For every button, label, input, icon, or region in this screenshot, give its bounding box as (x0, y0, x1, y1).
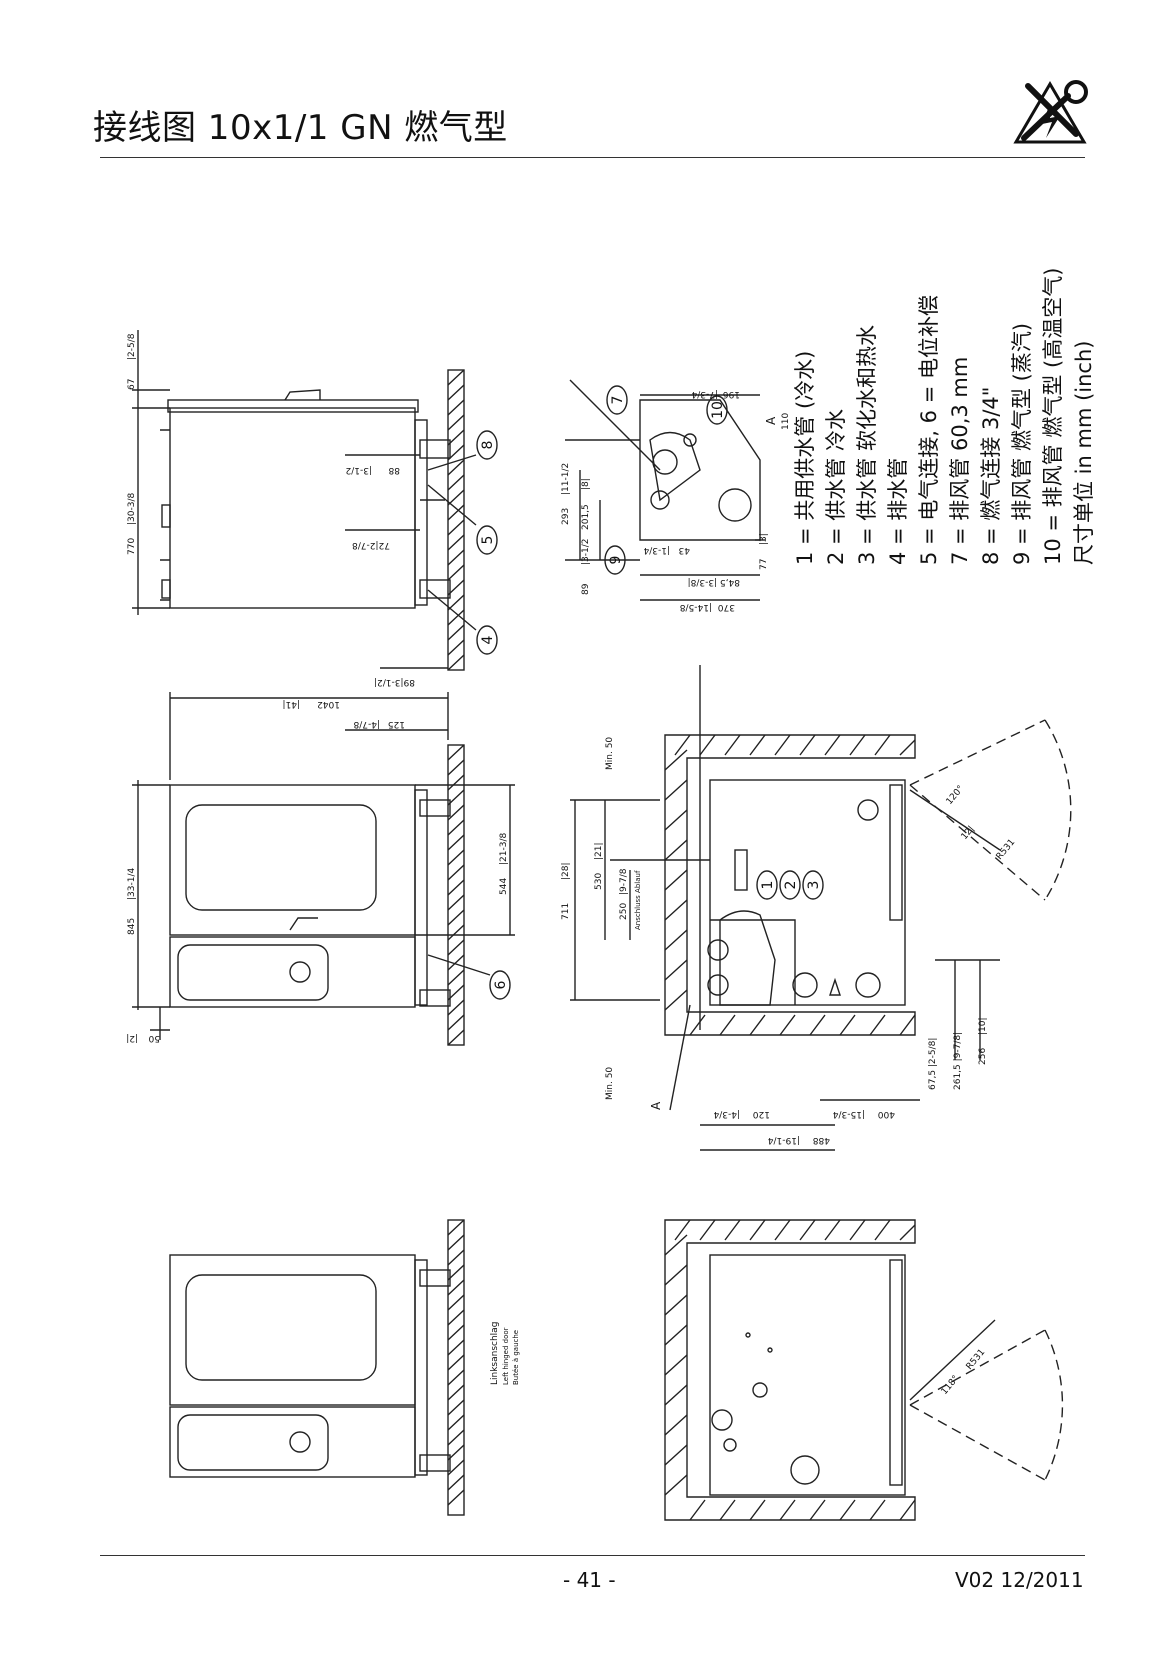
dim-84: 84,5 |3-3/8| (688, 577, 740, 587)
dim-19-1-4: |19-1/4 (768, 1135, 800, 1145)
dim-15-3-4: |15-3/4 (833, 1109, 865, 1119)
dim-530: 530 (594, 873, 604, 890)
note-linksanschlag: Linksanschlag (490, 1322, 500, 1385)
dim-3-1-2b: |3-1/2 (581, 539, 591, 566)
dim-110: 110 (781, 413, 791, 430)
legend-item: 4 = 排水管 (886, 457, 910, 565)
dim-256: 256 (978, 1048, 988, 1065)
callout-5: 5 (480, 536, 496, 545)
plan-view-bottom (664, 1219, 1064, 1521)
header-rule (100, 157, 1085, 158)
dim-1-3-4: |1-3/4 (643, 545, 670, 555)
dim-120-deg: 120° (945, 784, 967, 807)
dim-min50-bottom: Min. 50 (605, 1067, 615, 1100)
callout-2: 2 (783, 881, 799, 890)
dim-A: A (764, 416, 778, 425)
dim-14-5-8: |14-5/8 (680, 602, 712, 612)
dim-28: |28| (561, 862, 571, 880)
dim-anschluss: Anschluss Ablauf (634, 870, 642, 930)
callout-1: 1 (760, 881, 776, 890)
note-butee: Butée à gauche (512, 1330, 520, 1385)
dim-33-1-4: |33-1/4 (127, 868, 137, 900)
dim-50: 50 (148, 1033, 160, 1043)
dim-261: 261,5 |9-7/8| (953, 1032, 963, 1090)
legend-item: 3 = 供水管 软化水和热水 (855, 325, 879, 565)
dim-21: |21| (594, 842, 604, 860)
front-view-middle (132, 692, 515, 1046)
page-number: - 41 - (563, 1568, 616, 1592)
dim-4-7-8: |4-7/8 (353, 719, 380, 729)
legend-item: 尺寸单位 in mm (inch) (1072, 340, 1096, 565)
dim-8: |8| (581, 478, 591, 490)
dim-89b: 89 (581, 583, 591, 595)
footer-rule (100, 1555, 1085, 1556)
dim-845: 845 (127, 918, 137, 935)
side-view-top (132, 330, 477, 671)
legend-item: 8 = 燃气连接 3/4" (979, 386, 1003, 565)
tools-warning-icon (1013, 80, 1088, 144)
dim-293: 293 (561, 508, 571, 525)
legend-item: 9 = 排风管 燃气型 (蒸汽) (1010, 322, 1034, 565)
callout-circles (476, 385, 824, 1000)
legend-item: 5 = 电气连接, 6 = 电位补偿 (917, 295, 941, 565)
dim-3: |3| (759, 533, 769, 545)
dim-30-3-8: |30-3/8 (127, 493, 137, 525)
dim-10: |10| (978, 1017, 988, 1035)
legend-list: 1 = 共用供水管 (冷水) 2 = 供水管 冷水 3 = 供水管 软化水和热水… (790, 235, 1100, 565)
dim-488: 488 (813, 1135, 830, 1145)
dim-711: 711 (561, 903, 571, 920)
note-left-hinged: Left hinged door (502, 1327, 510, 1385)
dim-1042: 1042 (317, 699, 340, 709)
dim-77: 77 (759, 559, 769, 570)
document-version: V02 12/2011 (955, 1568, 1084, 1592)
dim-196: 196 (723, 389, 740, 399)
dim-A-plan: A (649, 1101, 663, 1110)
dim-2: |2| (126, 1033, 138, 1043)
dim-41: |41| (282, 699, 300, 709)
callout-3: 3 (806, 881, 822, 890)
dim-770: 770 (127, 538, 137, 555)
dim-120: 120 (753, 1109, 770, 1119)
legend-item: 1 = 共用供水管 (冷水) (793, 350, 817, 565)
callout-6: 6 (493, 980, 509, 989)
dim-21-3-8: |21-3/8 (499, 833, 509, 865)
dim-min50-top: Min. 50 (605, 737, 615, 770)
dim-89: 89|3-1/2| (374, 677, 415, 687)
callout-7: 7 (610, 396, 626, 405)
legend-item: 7 = 排风管 60,3 mm (948, 356, 972, 565)
legend-item: 10 = 排风管 燃气型 (高温空气) (1041, 267, 1065, 565)
dim-11-1-2: |11-1/2 (561, 463, 571, 495)
dim-125: 125 (388, 719, 405, 729)
page-title: 接线图 10x1/1 GN 燃气型 (93, 108, 508, 148)
dim-43: 43 (679, 545, 690, 555)
dim-72: 72|2-7/8 (352, 540, 390, 550)
dim-67: 67 (127, 379, 137, 390)
legend: 1 = 共用供水管 (冷水) 2 = 供水管 冷水 3 = 供水管 软化水和热水… (790, 175, 1120, 575)
front-view-bottom (169, 1219, 465, 1516)
dim-4-3-4: |4-3/4 (713, 1109, 740, 1119)
dim-400: 400 (878, 1109, 895, 1119)
dim-201: 201,5 (581, 504, 591, 530)
callout-10: 10 (710, 401, 726, 419)
dim-7-3-4: |7-3/4 (691, 389, 718, 399)
dim-3-1-2: |3-1/2 (346, 465, 373, 475)
callout-4: 4 (480, 635, 496, 644)
callout-8: 8 (480, 441, 496, 450)
dim-R531-bottom: R531 (965, 1348, 988, 1372)
dim-544: 544 (499, 878, 509, 895)
dim-118-deg: 118° (940, 1374, 962, 1397)
plan-view-center (570, 665, 1072, 1151)
callout-9: 9 (608, 556, 624, 565)
dim-2-5-8: |2-5/8 (127, 333, 137, 360)
dim-R531: R531 (995, 838, 1018, 862)
dim-250: 250 (619, 903, 629, 920)
dim-370: 370 (718, 602, 735, 612)
dim-88: 88 (388, 465, 400, 475)
dim-67-5: 67,5 |2-5/8| (928, 1038, 938, 1090)
rear-detail-view (565, 379, 765, 601)
dim-9-7-8: |9-7/8 (619, 868, 629, 895)
legend-item: 2 = 供水管 冷水 (824, 409, 848, 565)
